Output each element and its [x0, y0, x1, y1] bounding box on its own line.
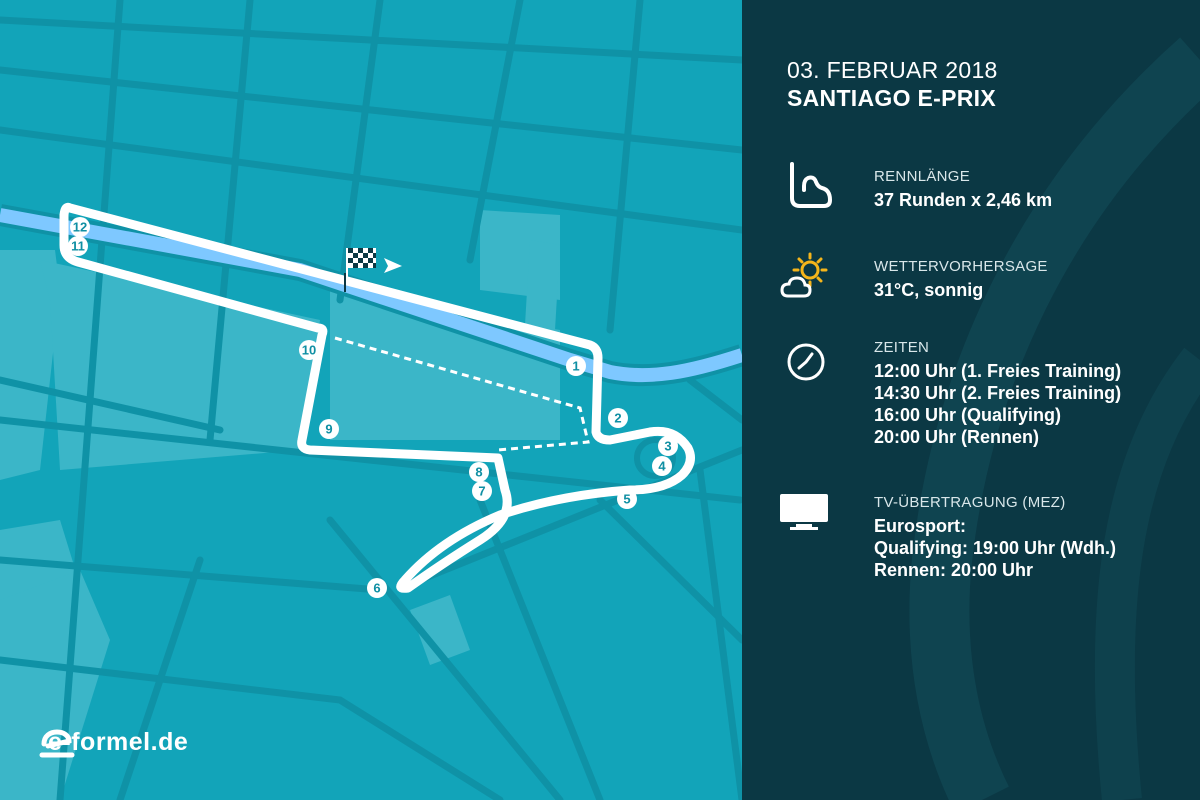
svg-text:8: 8 — [475, 465, 482, 480]
section-length: RENNLÄNGE 37 Runden x 2,46 km — [874, 168, 1052, 211]
street-grid — [0, 0, 742, 800]
svg-text:5: 5 — [623, 492, 630, 507]
race-date: 03. FEBRUAR 2018 — [787, 57, 998, 83]
weather-line-1: 31°C, sonnig — [874, 280, 984, 300]
sun-cloud-icon — [780, 252, 828, 298]
svg-text:12: 12 — [73, 220, 87, 235]
weather-label: WETTERVORHERSAGE — [874, 258, 1048, 275]
svg-text:9: 9 — [325, 422, 332, 437]
corner-marker-5: 5 — [617, 489, 637, 509]
tv-line-1: Eurosport: — [874, 516, 966, 536]
corner-marker-11: 11 — [68, 236, 88, 256]
tv-label: TV-ÜBERTRAGUNG (MEZ) — [874, 494, 1066, 511]
times-line-3: 16:00 Uhr (Qualifying) — [874, 405, 1062, 425]
tv-line-2: Qualifying: 19:00 Uhr (Wdh.) — [874, 538, 1117, 558]
race-name: SANTIAGO E-PRIX — [787, 85, 996, 111]
panel-background-graphic — [909, 37, 1200, 800]
clock-icon — [787, 343, 825, 381]
svg-text:4: 4 — [658, 459, 666, 474]
corner-marker-1: 1 — [566, 356, 586, 376]
svg-text:10: 10 — [302, 343, 316, 358]
corner-marker-8: 8 — [469, 462, 489, 482]
corner-marker-10: 10 — [299, 340, 319, 360]
info-panel: 03. FEBRUAR 2018 SANTIAGO E-PRIX RENNLÄN… — [742, 0, 1200, 800]
svg-text:6: 6 — [373, 581, 380, 596]
site-logo: e-formel.de — [38, 728, 188, 758]
svg-text:3: 3 — [664, 439, 671, 454]
race-track — [59, 202, 695, 593]
corner-marker-6: 6 — [367, 578, 387, 598]
times-line-1: 12:00 Uhr (1. Freies Training) — [874, 361, 1122, 381]
section-times: ZEITEN 12:00 Uhr (1. Freies Training) 14… — [874, 339, 1121, 448]
length-line-1: 37 Runden x 2,46 km — [874, 190, 1053, 210]
section-tv: TV-ÜBERTRAGUNG (MEZ) Eurosport: Qualifyi… — [874, 494, 1116, 581]
svg-text:11: 11 — [71, 239, 85, 254]
arrow-right-icon — [384, 258, 402, 273]
corner-marker-9: 9 — [319, 419, 339, 439]
tv-line-3: Rennen: 20:00 Uhr — [874, 560, 1034, 580]
circuit-map: 1 2 3 4 5 6 7 8 9 10 11 12 e-formel.de — [0, 0, 742, 800]
corner-marker-4: 4 — [652, 456, 672, 476]
corner-marker-12: 12 — [70, 217, 90, 237]
roundabout — [634, 437, 676, 479]
corner-marker-3: 3 — [658, 436, 678, 456]
svg-text:7: 7 — [478, 484, 485, 499]
svg-text:1: 1 — [572, 359, 579, 374]
times-line-2: 14:30 Uhr (2. Freies Training) — [874, 383, 1122, 403]
map-canvas: 1 2 3 4 5 6 7 8 9 10 11 12 — [0, 0, 742, 800]
corner-marker-2: 2 — [608, 408, 628, 428]
times-line-4: 20:00 Uhr (Rennen) — [874, 427, 1040, 447]
times-label: ZEITEN — [874, 339, 930, 356]
checkered-flag-icon — [346, 248, 376, 284]
section-weather: WETTERVORHERSAGE 31°C, sonnig — [874, 258, 1048, 301]
e-formel-logo-icon — [39, 729, 75, 758]
length-label: RENNLÄNGE — [874, 168, 971, 185]
corner-marker-7: 7 — [472, 481, 492, 501]
track-layout-icon — [790, 162, 832, 208]
tv-icon — [780, 494, 828, 530]
svg-text:2: 2 — [614, 411, 621, 426]
river — [0, 208, 742, 383]
